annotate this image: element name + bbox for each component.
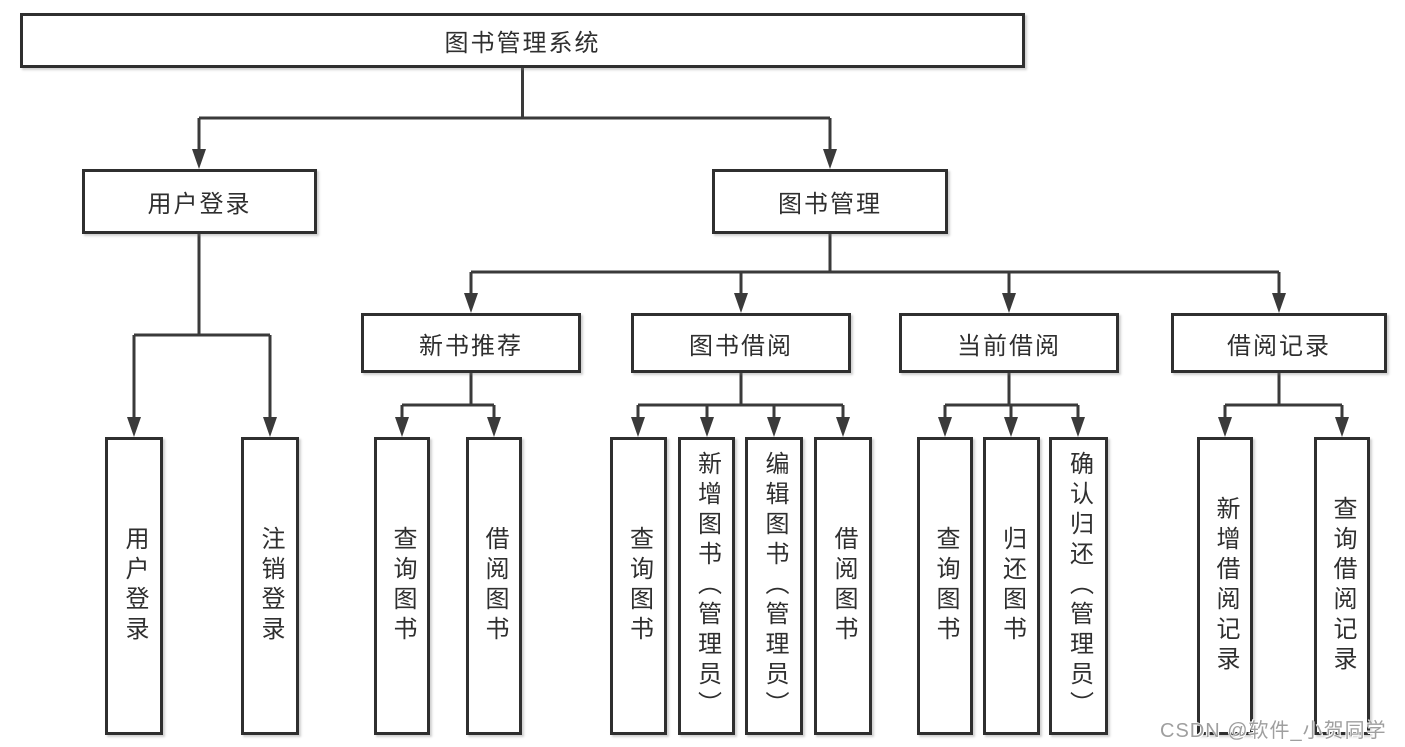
leaf-borrow-books: 借阅图书 [814, 437, 872, 735]
leaf-borrow-books-recommend: 借阅图书 [466, 437, 522, 735]
leaf-confirm-return-admin-label: 确认归还（管理员） [1065, 451, 1093, 721]
leaf-borrow-books-recommend-label: 借阅图书 [481, 526, 508, 646]
node-book-management-label: 图书管理 [778, 191, 882, 218]
leaf-query-books-borrow-label: 查询图书 [625, 526, 653, 646]
node-new-book-recommend-label: 新书推荐 [419, 332, 523, 360]
node-current-borrow-label: 当前借阅 [957, 332, 1061, 360]
leaf-logout: 注销登录 [241, 437, 299, 735]
leaf-query-books-borrow: 查询图书 [610, 437, 667, 735]
node-user-login: 用户登录 [82, 169, 317, 234]
node-book-borrow: 图书借阅 [631, 313, 851, 373]
node-current-borrow: 当前借阅 [899, 313, 1119, 373]
leaf-query-books-current-label: 查询图书 [932, 526, 959, 646]
leaf-edit-books-admin: 编辑图书（管理员） [745, 437, 803, 735]
node-book-management: 图书管理 [712, 169, 948, 234]
leaf-user-login: 用户登录 [105, 437, 163, 735]
leaf-logout-label: 注销登录 [257, 526, 284, 646]
leaf-query-books-current: 查询图书 [917, 437, 973, 735]
leaf-add-borrow-record-label: 新增借阅记录 [1212, 496, 1239, 676]
leaf-borrow-books-label: 借阅图书 [830, 526, 857, 646]
leaf-edit-books-admin-label: 编辑图书（管理员） [761, 451, 788, 721]
arrowheads [127, 149, 1349, 437]
watermark: CSDN @软件_小贺同学 [1160, 720, 1387, 742]
leaf-query-borrow-record-label: 查询借阅记录 [1329, 496, 1356, 676]
node-root: 图书管理系统 [20, 13, 1025, 68]
leaf-confirm-return-admin: 确认归还（管理员） [1049, 437, 1108, 735]
node-borrow-records: 借阅记录 [1171, 313, 1387, 373]
leaf-add-borrow-record: 新增借阅记录 [1197, 437, 1253, 735]
leaf-return-books: 归还图书 [983, 437, 1040, 735]
node-new-book-recommend: 新书推荐 [361, 313, 581, 373]
leaf-query-books-recommend: 查询图书 [374, 437, 430, 735]
leaf-user-login-label: 用户登录 [121, 526, 148, 646]
leaf-query-books-recommend-label: 查询图书 [389, 526, 416, 646]
leaf-add-books-admin-label: 新增图书（管理员） [693, 451, 721, 721]
node-root-label: 图书管理系统 [444, 30, 601, 57]
node-borrow-records-label: 借阅记录 [1227, 332, 1331, 360]
node-book-borrow-label: 图书借阅 [689, 332, 793, 360]
node-user-login-label: 用户登录 [147, 191, 252, 218]
leaf-query-borrow-record: 查询借阅记录 [1314, 437, 1370, 735]
leaf-return-books-label: 归还图书 [998, 526, 1026, 646]
leaf-add-books-admin: 新增图书（管理员） [678, 437, 735, 735]
